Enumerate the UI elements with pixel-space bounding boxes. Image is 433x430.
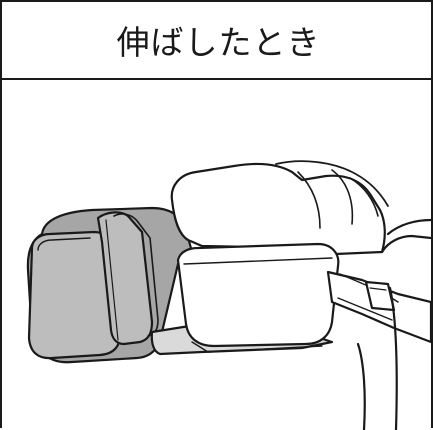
panel-header: 伸ばしたとき (2, 2, 431, 80)
panel-title: 伸ばしたとき (116, 23, 321, 62)
leg-outline (356, 218, 431, 430)
foot-cover (170, 160, 389, 256)
illustration-svg (26, 160, 431, 430)
leg-massager-illustration (2, 80, 431, 430)
heel-cup (176, 242, 340, 353)
